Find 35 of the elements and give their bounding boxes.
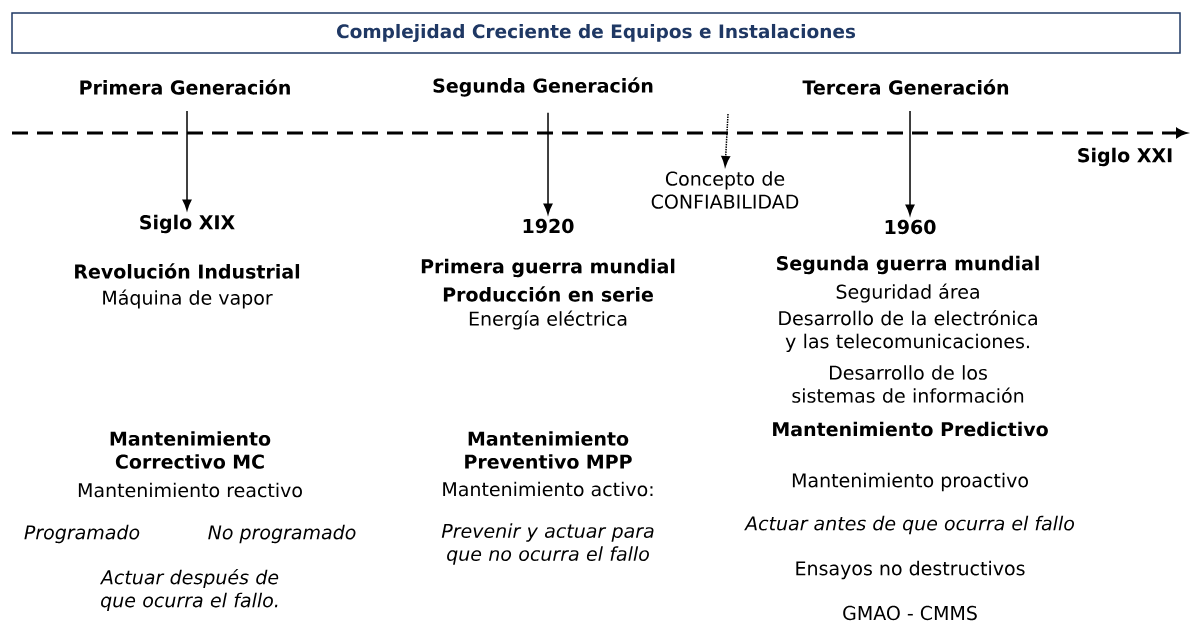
text-label: Producción en serie [443,286,653,302]
text-label: No programado [208,524,356,544]
heading: 1920 [523,218,574,234]
note: Concepto de CONFIABILIDAD [651,171,799,209]
text-label: Mantenimiento reactivo [78,482,302,498]
text-label: Actuar después de que ocurra el fallo. [99,568,279,612]
text-label: Mantenimiento Correctivo MC [110,431,271,469]
text-label: Desarrollo de los sistemas de información [792,365,1024,403]
text-label: Mantenimiento proactivo [792,472,1028,492]
text-label: Ensayos no destructivos [796,560,1025,580]
arrow [543,112,553,215]
text-label: Actuar antes de que ocurra el fallo [744,515,1075,535]
heading: Segunda Generación [433,77,653,97]
heading: Siglo XIX [140,214,235,234]
text-label: Seguridad área [836,283,979,303]
text-label: Revolución Industrial [75,263,300,279]
arrow [182,110,192,211]
text-label: Mantenimiento Preventivo MPP [465,431,632,469]
text-label: Energía eléctrica [469,310,627,330]
text-label: GMAO - CMMS [843,605,977,621]
text-label: Máquina de vapor [103,289,273,309]
text-label: Segunda guerra mundial [777,255,1039,275]
heading: Tercera Generación [802,79,1009,95]
heading: Primera Generación [80,79,290,95]
text-label: Prevenir y actuar para que no ocurra el fallo [441,523,654,565]
arrow [905,110,915,216]
text-label: Primera guerra mundial [421,258,675,278]
text-label: Desarrollo de la electrónica y las telecomunicaciones. [779,309,1037,353]
title-box: Complejidad Creciente de Equipos e Instalaciones [11,12,1181,54]
text-label: Mantenimiento activo: [443,481,653,497]
text-label: Programado [24,524,140,544]
text-label: Siglo XXI [1078,147,1172,167]
heading: 1960 [885,219,936,235]
text-label: Mantenimiento Predictivo [773,421,1048,437]
arrow [721,113,731,167]
